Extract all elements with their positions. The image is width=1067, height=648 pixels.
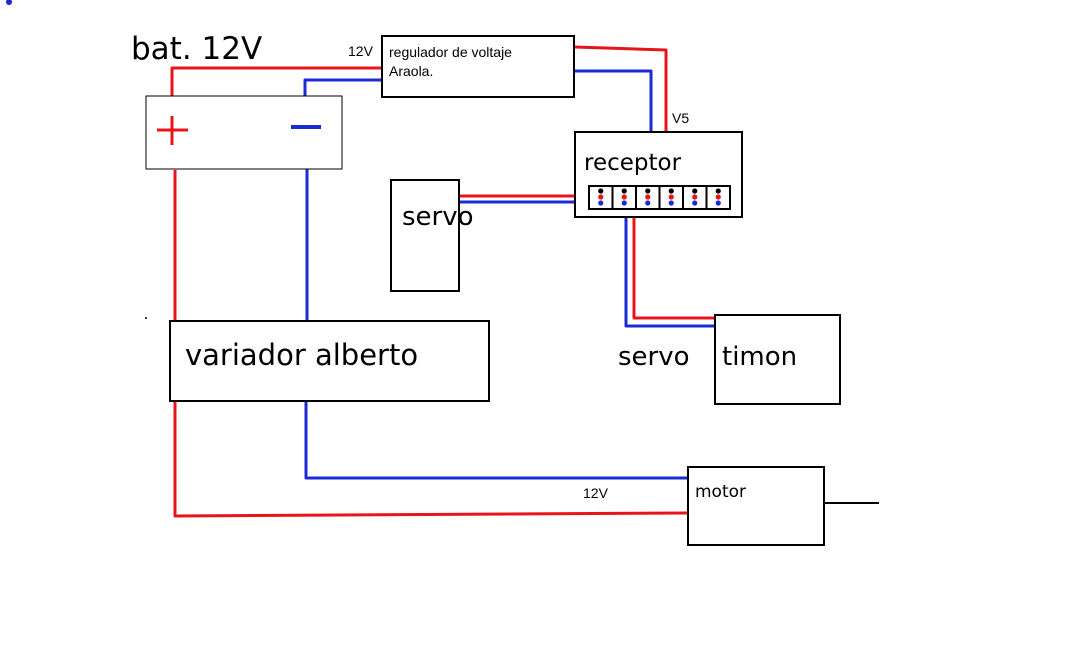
- receptor-pin-dot: [668, 188, 674, 194]
- wire-regulator-pos-receptor: [574, 45, 668, 132]
- stray-dot: [6, 0, 12, 5]
- receptor-pin-dot: [645, 188, 651, 194]
- receptor-pin-dot: [598, 200, 604, 206]
- battery-label: bat. 12V: [131, 31, 263, 67]
- battery-plus-icon: [157, 116, 188, 145]
- receptor-pin-dot: [692, 188, 698, 194]
- receptor-pin-dot: [598, 188, 604, 194]
- wire-battery-pos-regulator: [170, 66, 382, 97]
- motor-box: [687, 466, 825, 546]
- receptor-pin-dot: [715, 200, 721, 206]
- regulator-output-voltage: V5: [672, 110, 690, 126]
- wire-variador-neg-motor: [304, 401, 687, 480]
- servo-box: [390, 179, 460, 292]
- receptor-pin-dot: [645, 194, 651, 200]
- regulator-label-line1: regulador de voltaje: [389, 44, 512, 60]
- variador-label: variador alberto: [185, 338, 419, 372]
- wire-timon-neg-receptor: [624, 204, 716, 328]
- receptor-channel-strip: [588, 185, 731, 210]
- receptor-pin-dot: [692, 194, 698, 200]
- receptor-pin-dot: [715, 194, 721, 200]
- regulator-box: [381, 35, 575, 98]
- stray-dot-small: [145, 317, 147, 319]
- servo-timon-label-right: timon: [722, 342, 798, 372]
- motor-label: motor: [695, 482, 747, 502]
- receptor-pin-dot: [621, 188, 627, 194]
- receptor-pin-dot: [668, 194, 674, 200]
- receptor-pin-dot: [621, 194, 627, 200]
- receptor-pin-dot: [668, 200, 674, 206]
- wire-battery-neg-regulator: [303, 78, 386, 97]
- servo-label: servo: [402, 202, 474, 232]
- receptor-pin-dot: [621, 200, 627, 206]
- servo-timon-box: [714, 314, 841, 405]
- receptor-pin-dot: [715, 188, 721, 194]
- regulator-label-line2: Araola.: [389, 63, 434, 79]
- wire-battery-pos-motor: [173, 170, 688, 518]
- receptor-pin-dot: [645, 200, 651, 206]
- battery-box: [145, 95, 343, 170]
- receptor-label: receptor: [584, 150, 682, 176]
- receptor-pin-dot: [692, 200, 698, 206]
- servo-timon-label-left: servo: [618, 342, 690, 372]
- receptor-pin-dot: [598, 194, 604, 200]
- variador-box: [169, 320, 490, 402]
- motor-voltage: 12V: [583, 485, 608, 501]
- regulator-input-voltage: 12V: [348, 43, 373, 59]
- wire-regulator-neg-receptor: [575, 69, 653, 132]
